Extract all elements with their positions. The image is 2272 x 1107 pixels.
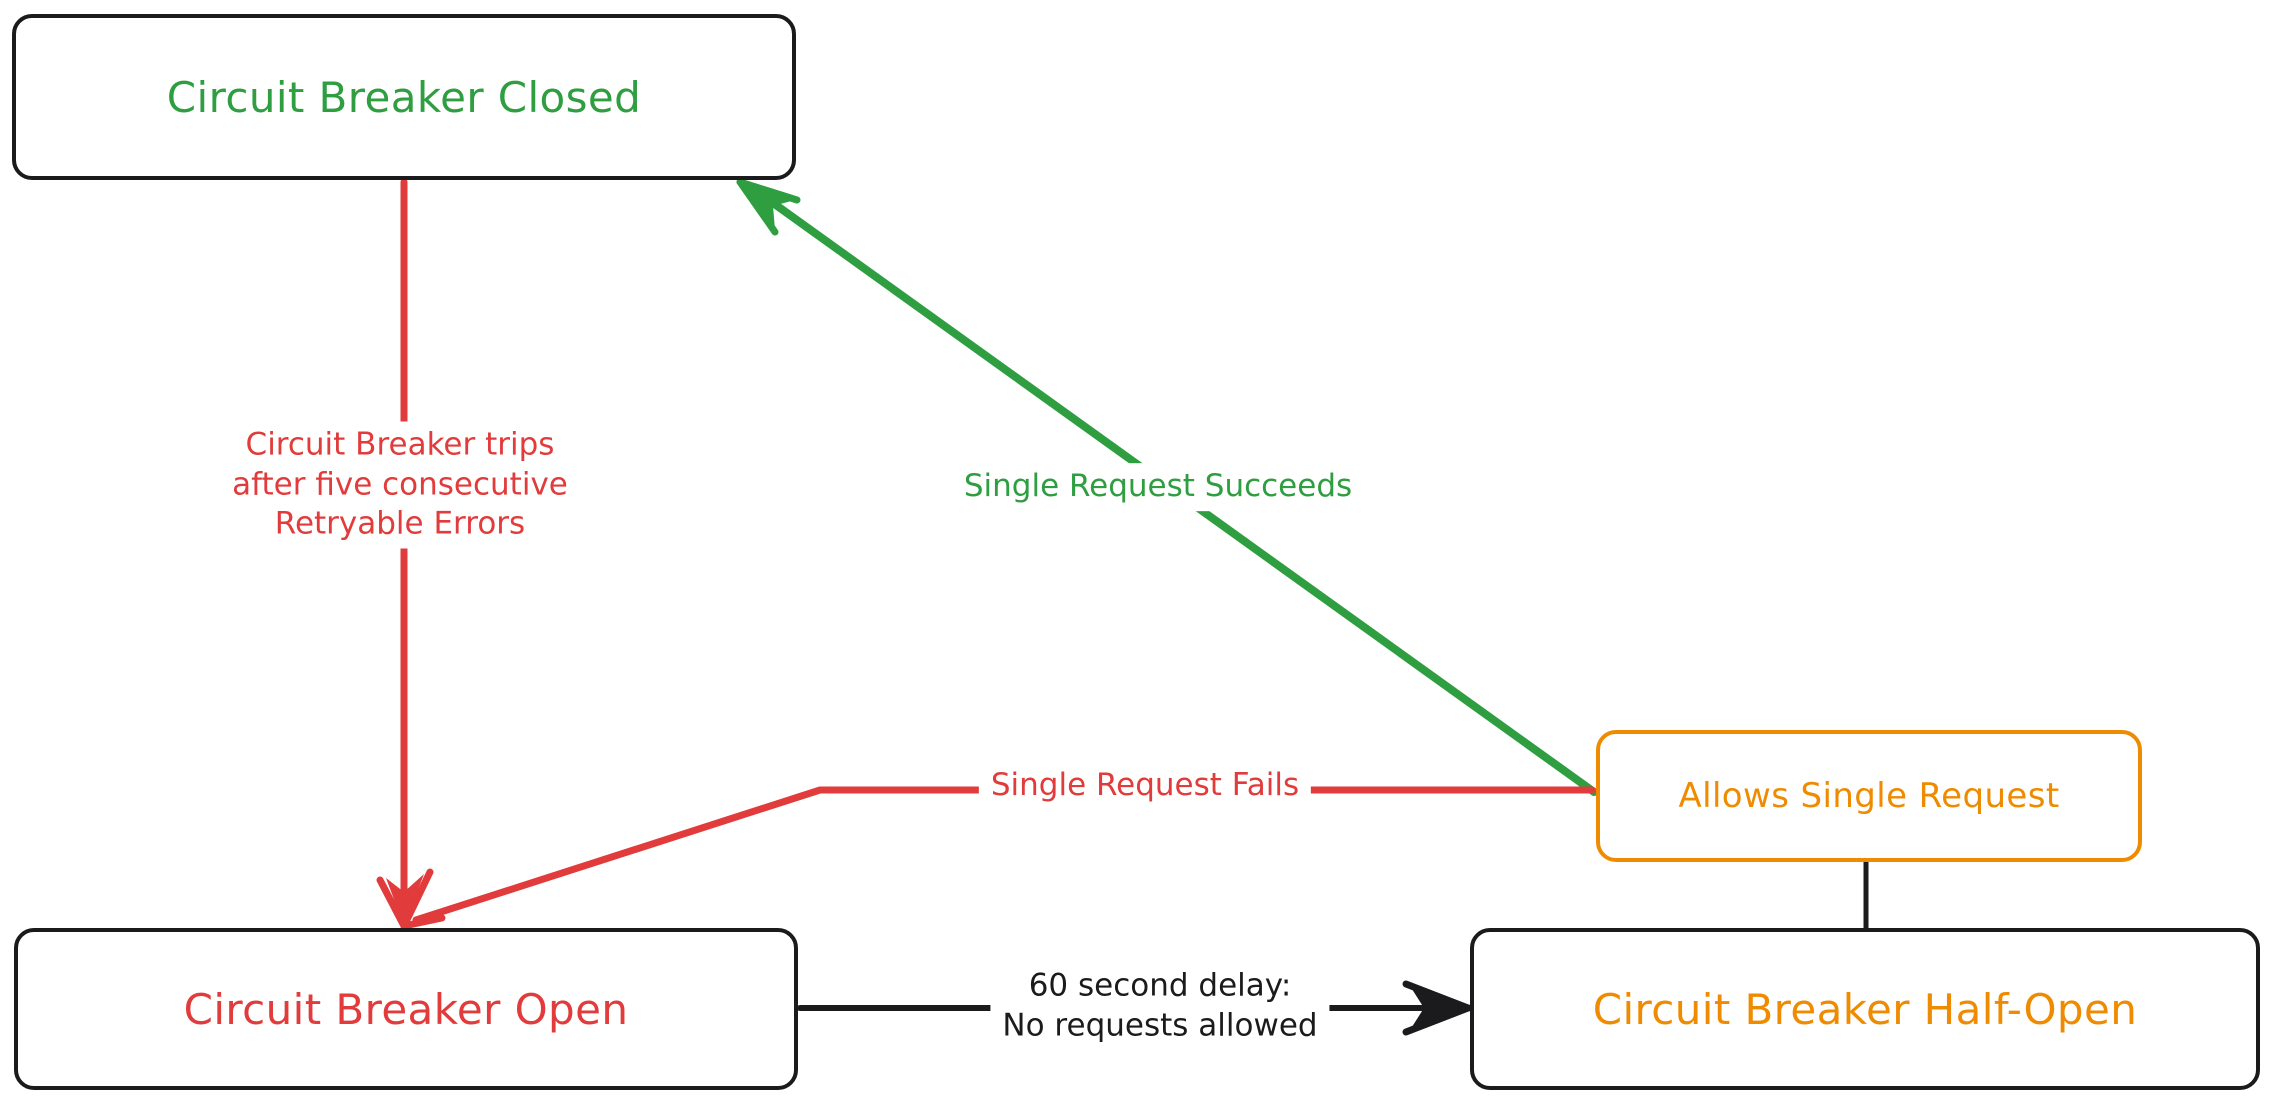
edge-open-to-half-open [797, 980, 1472, 1036]
node-circuit-breaker-half-open[interactable]: Circuit Breaker Half-Open [1470, 928, 2260, 1090]
edge-allows-to-closed [736, 178, 1598, 796]
edge-label-open-to-half-open: 60 second delay: No requests allowed [990, 962, 1330, 1050]
edge-label-allows-to-closed: Single Request Succeeds [951, 463, 1365, 511]
node-circuit-breaker-closed[interactable]: Circuit Breaker Closed [12, 14, 796, 180]
edge-label-closed-to-open: Circuit Breaker trips after five consecu… [222, 421, 578, 549]
node-label-circuit-breaker-closed: Circuit Breaker Closed [166, 72, 642, 122]
node-label-circuit-breaker-half-open: Circuit Breaker Half-Open [1592, 984, 2138, 1034]
edge-closed-to-open [376, 178, 446, 930]
node-circuit-breaker-open[interactable]: Circuit Breaker Open [14, 928, 798, 1090]
node-label-allows-single-request: Allows Single Request [1678, 776, 2060, 816]
edge-label-allows-to-open: Single Request Fails [978, 762, 1312, 810]
edge-allows-to-open [412, 786, 1596, 924]
node-allows-single-request[interactable]: Allows Single Request [1596, 730, 2142, 862]
node-label-circuit-breaker-open: Circuit Breaker Open [183, 984, 629, 1034]
